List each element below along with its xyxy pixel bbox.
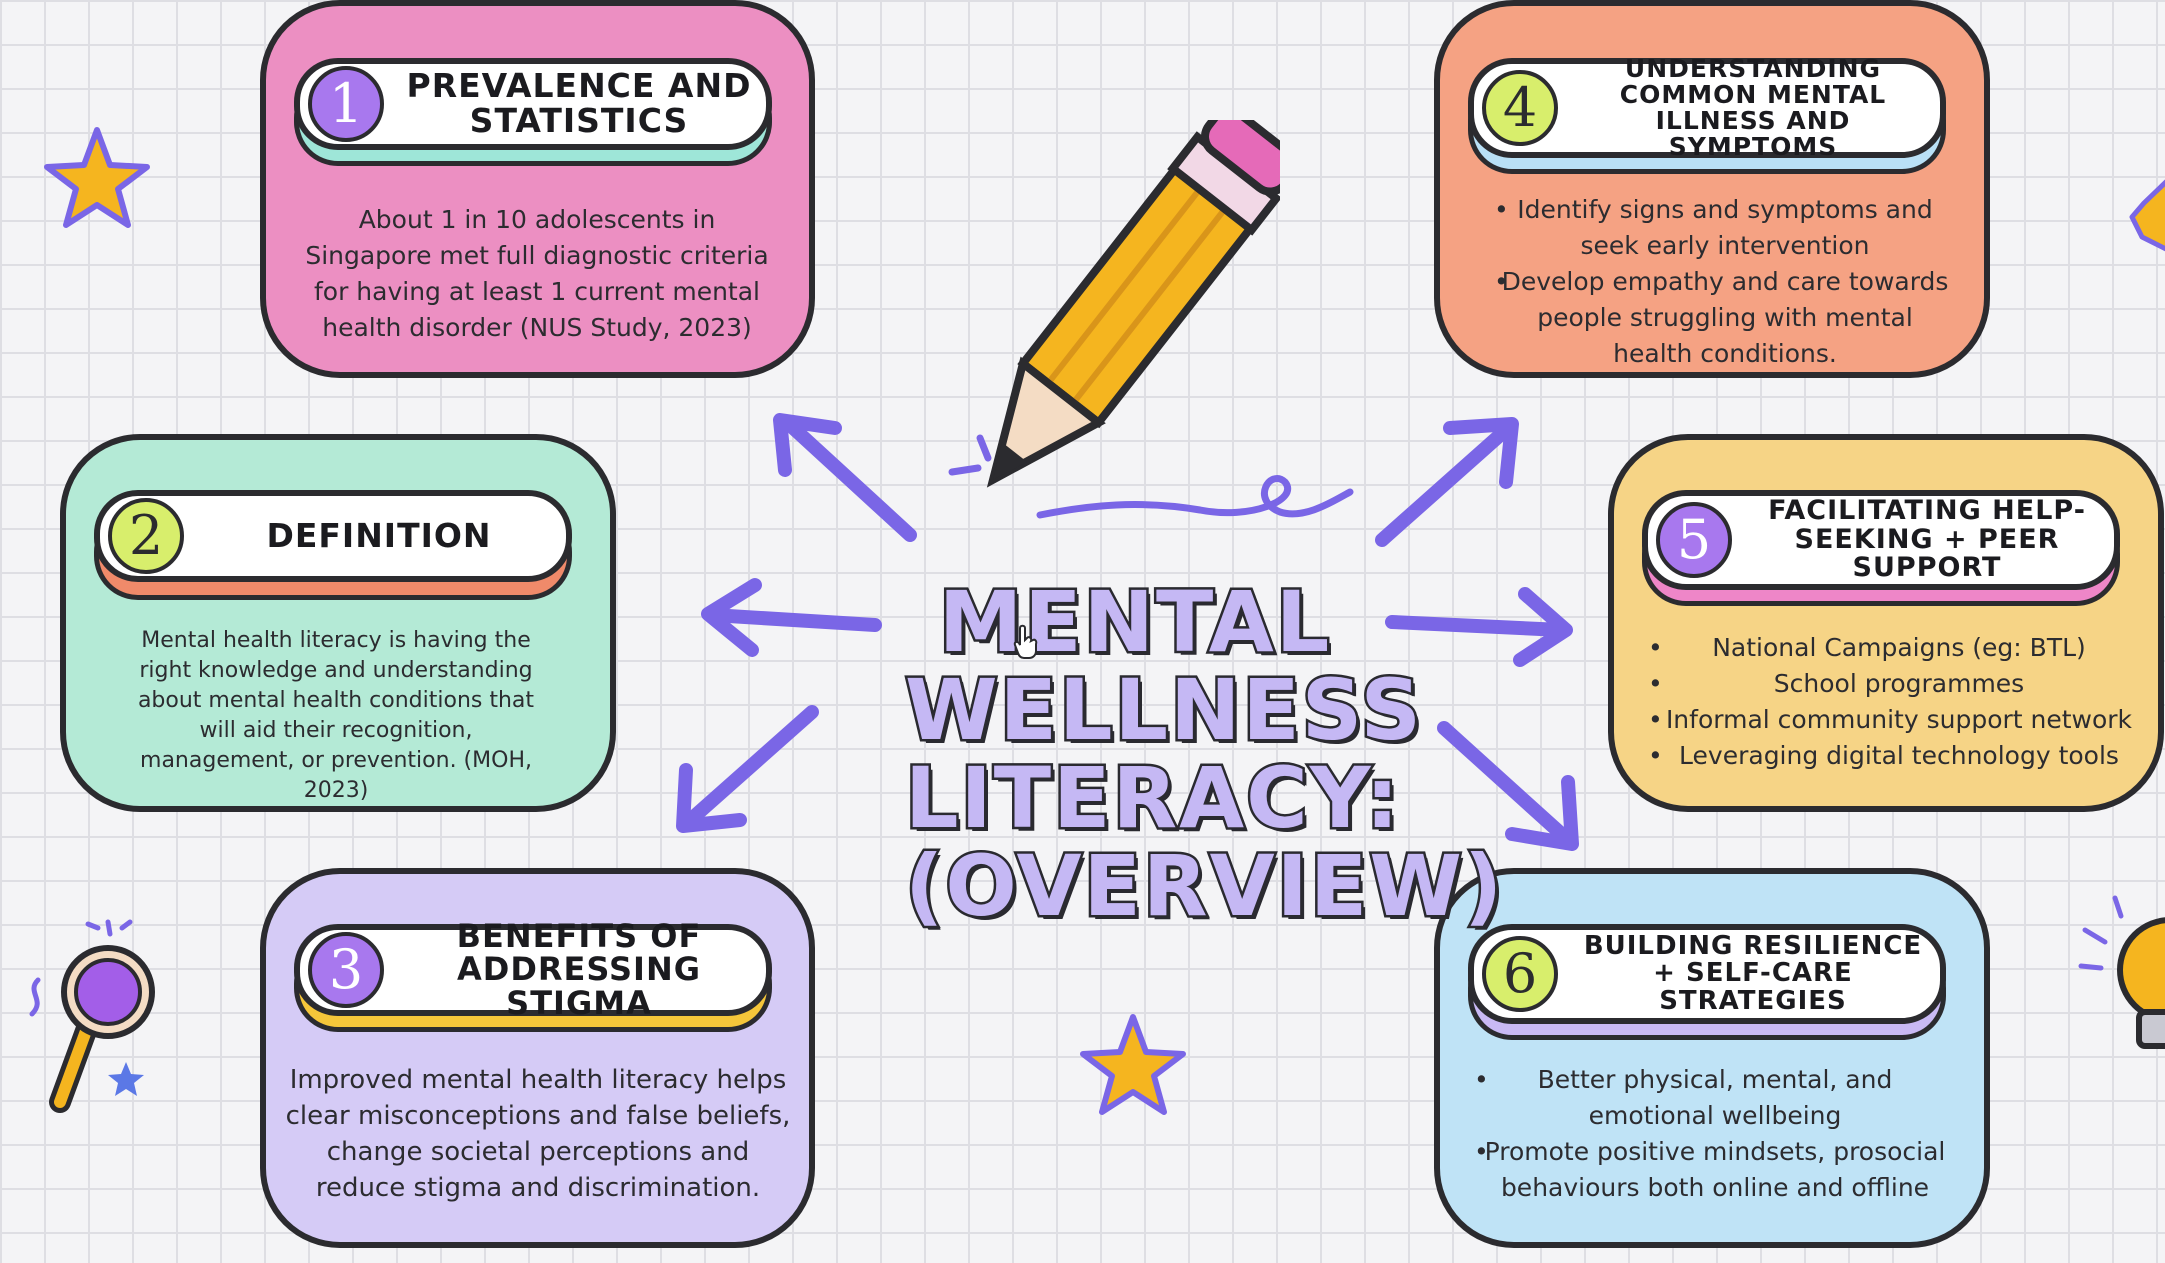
main-title-line: WELLNESS: [903, 661, 1424, 759]
card-prevalence: 1 PREVALENCE AND STATISTICS About 1 in 1…: [260, 0, 815, 378]
card-title: UNDERSTANDING COMMON MENTAL ILLNESS AND …: [1619, 53, 1887, 162]
card-title: DEFINITION: [266, 515, 492, 555]
card-title: FACILITATING HELP-SEEKING + PEER SUPPORT: [1768, 495, 2086, 584]
card-body: Mental health literacy is having the rig…: [137, 628, 535, 803]
card-definition: 2 DEFINITION Mental health literacy is h…: [60, 434, 616, 812]
main-title-line: (OVERVIEW): [903, 837, 1505, 935]
number-badge: 6: [1482, 936, 1558, 1012]
arrow-to-card-5: [1385, 615, 1569, 637]
number-badge: 4: [1482, 70, 1558, 146]
main-title-line: MENTAL: [936, 573, 1332, 671]
arrow-head-card-6: [1505, 775, 1579, 851]
card-title: BUILDING RESILIENCE + SELF-CARE STRATEGI…: [1583, 931, 1923, 1016]
number-badge: 1: [308, 66, 384, 142]
card-title: PREVALENCE AND STATISTICS: [406, 66, 752, 140]
squiggle-decoration: [1036, 475, 1354, 519]
number-badge: 3: [308, 932, 384, 1008]
card-title: BENEFITS OF ADDRESSING STIGMA: [456, 916, 702, 1022]
arrow-to-card-3: [681, 705, 819, 829]
card-header: [294, 924, 772, 1016]
bullet-item: Promote positive mindsets, prosocial beh…: [1474, 1134, 1950, 1206]
hand-cursor-icon: [1013, 624, 1038, 659]
arrow-to-card-4: [1375, 421, 1515, 547]
star-icon: [44, 127, 150, 228]
arrow-head-card-5: [1513, 587, 1573, 667]
lightbulb-icon: [2078, 895, 2165, 1049]
card-bullets: Identify signs and symptoms and seek ear…: [1494, 192, 1950, 372]
arrow-head-card-3: [676, 763, 747, 833]
card-body: About 1 in 10 adolescents in Singapore m…: [305, 205, 769, 342]
spark-decoration: [948, 434, 992, 476]
magnifier-icon: [29, 919, 155, 1113]
bullet-item: Identify signs and symptoms and seek ear…: [1494, 192, 1950, 264]
arrow-to-card-2: [705, 608, 882, 632]
card-resilience: 6 BUILDING RESILIENCE + SELF-CARE STRATE…: [1434, 868, 1990, 1248]
card-bullets: National Campaigns (eg: BTL) School prog…: [1648, 630, 2144, 774]
card-body: Improved mental health literacy helps cl…: [285, 1065, 791, 1203]
number-badge: 5: [1656, 502, 1732, 578]
card-stigma: 3 BENEFITS OF ADDRESSING STIGMA Improved…: [260, 868, 815, 1248]
card-understanding: 4 UNDERSTANDING COMMON MENTAL ILLNESS AN…: [1434, 0, 1990, 378]
arrow-to-card-1: [783, 418, 917, 542]
card-bullets: Better physical, mental, and emotional w…: [1474, 1062, 1950, 1206]
main-title: MENTAL WELLNESS LITERACY: (OVERVIEW): [903, 573, 1505, 935]
bullet-item: National Campaigns (eg: BTL): [1648, 630, 2144, 666]
bullet-item: Informal community support network: [1648, 702, 2144, 738]
star-icon: [1080, 1014, 1186, 1115]
bullet-item: School programmes: [1648, 666, 2144, 702]
arrow-head-card-1: [773, 413, 842, 477]
bullet-item: Better physical, mental, and emotional w…: [1474, 1062, 1950, 1134]
arrow-head-card-2: [701, 578, 762, 657]
arrow-to-card-6: [1437, 721, 1575, 847]
pencil-icon: [986, 120, 1280, 488]
star-icon: [2129, 179, 2165, 252]
card-help-seeking: 5 FACILITATING HELP-SEEKING + PEER SUPPO…: [1608, 434, 2164, 812]
bullet-item: Leveraging digital technology tools: [1648, 738, 2144, 774]
arrow-head-card-4: [1443, 417, 1519, 489]
bullet-item: Develop empathy and care towards people …: [1494, 264, 1950, 372]
main-title-line: LITERACY:: [903, 749, 1402, 847]
number-badge: 2: [108, 498, 184, 574]
